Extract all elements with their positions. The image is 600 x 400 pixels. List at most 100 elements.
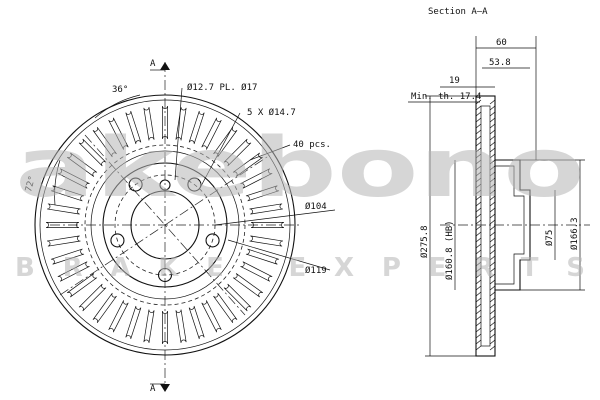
hatch-line — [489, 225, 496, 231]
hatch-line — [475, 339, 482, 345]
hatch-line — [475, 321, 482, 327]
centre-bore-label: Ø160.8 (HB) — [444, 220, 455, 280]
cooling-vane — [108, 117, 129, 150]
hatch-line — [489, 123, 496, 129]
hub-bore-label: Ø75 — [544, 230, 555, 246]
cooling-vane — [50, 185, 85, 202]
cooling-vane — [125, 305, 142, 340]
cooling-vane — [240, 261, 273, 282]
cooling-vane — [245, 248, 280, 265]
section-title: Section A–A — [428, 7, 488, 17]
bolt-holes-label: 5 X Ø14.7 — [247, 107, 296, 118]
section-arrowhead-bottom — [160, 384, 170, 392]
hatch-line — [475, 279, 482, 285]
pcd-label: Ø104 — [305, 201, 327, 212]
hatch-line — [489, 315, 496, 321]
hatch-line — [489, 105, 496, 111]
cooling-vane — [201, 300, 222, 333]
bolt-hole — [205, 233, 220, 248]
hatch-line — [489, 273, 496, 279]
hatch-line — [475, 159, 482, 165]
centre-hole-leader — [174, 87, 183, 181]
hatch-line — [489, 285, 496, 291]
hatch-line — [489, 195, 496, 201]
hatch-line — [489, 159, 496, 165]
cooling-vane — [108, 300, 129, 333]
bolt-hole — [157, 267, 173, 283]
hatch-line — [489, 261, 496, 267]
angle-72-arc — [54, 159, 61, 206]
hatch-line — [475, 153, 482, 159]
cooling-vane — [125, 110, 142, 145]
bolt-hole — [110, 233, 125, 248]
hatch-line — [475, 303, 482, 309]
disc-outer-edge — [34, 94, 296, 356]
hatch-line — [475, 333, 482, 339]
section-arrowhead-top — [160, 62, 170, 70]
hatch-line — [475, 189, 482, 195]
hatch-line — [475, 147, 482, 153]
hatch-line — [475, 315, 482, 321]
hatch-line — [475, 171, 482, 177]
hatch-line — [475, 261, 482, 267]
hatch-line — [475, 285, 482, 291]
hatch-line — [489, 267, 496, 273]
hatch-line — [489, 207, 496, 213]
cooling-vane — [57, 261, 90, 282]
cooling-vane — [188, 305, 205, 340]
cooling-vane — [162, 310, 168, 345]
hatch-line — [475, 267, 482, 273]
cooling-vane — [47, 235, 81, 247]
hatch-line — [489, 231, 496, 237]
cooling-vane — [245, 185, 280, 202]
cooling-vane — [78, 138, 107, 167]
hatch-line — [475, 111, 482, 117]
cooling-vane — [249, 235, 283, 247]
hatch-line — [475, 225, 482, 231]
hat-outer-circle — [90, 150, 240, 300]
hatch-line — [475, 195, 482, 201]
cooling-vane — [143, 309, 155, 343]
friction-ring-hatch — [475, 99, 496, 351]
front-view: A A 36° 72° Ø12.7 PL. Ø17 5 X Ø14.7 40 p… — [24, 59, 336, 394]
hatch-line — [489, 291, 496, 297]
diagonal-centre-line-2 — [59, 154, 271, 296]
cooling-vane — [188, 110, 205, 145]
hatch-line — [489, 219, 496, 225]
hatch-line — [489, 183, 496, 189]
hatch-line — [475, 243, 482, 249]
hatch-line — [475, 291, 482, 297]
cut-label-bottom: A — [150, 384, 156, 394]
hat-dia-label: Ø166.3 — [569, 217, 580, 250]
centre-hole-label: Ø12.7 PL. Ø17 — [187, 82, 257, 93]
hatch-line — [489, 171, 496, 177]
hatch-line — [475, 129, 482, 135]
hatch-line — [489, 213, 496, 219]
hatch-line — [475, 231, 482, 237]
hatch-line — [475, 255, 482, 261]
section-view: Section A–A 60 53.8 19 Min. th. 17.4 Ø27… — [408, 7, 590, 357]
cooling-vane — [232, 273, 264, 298]
hatch-line — [475, 183, 482, 189]
cooling-vane — [92, 292, 117, 324]
cooling-vane — [175, 309, 187, 343]
hat-inner-profile — [495, 165, 525, 285]
locating-hole — [159, 179, 171, 191]
hatch-line — [475, 297, 482, 303]
hatch-line — [489, 279, 496, 285]
hatch-line — [475, 273, 482, 279]
hatch-line — [475, 201, 482, 207]
pcd-leader — [214, 209, 336, 226]
overall-width-label: 60 — [496, 38, 507, 48]
vane-count-label: 40 pcs. — [293, 140, 331, 150]
cooling-vane — [201, 117, 222, 150]
hatch-line — [475, 345, 482, 351]
watermark-brand: akebono — [15, 121, 585, 216]
hatch-line — [475, 213, 482, 219]
hatch-line — [489, 177, 496, 183]
hatch-line — [475, 165, 482, 171]
hatch-line — [475, 123, 482, 129]
bolt-holes — [110, 177, 220, 283]
cooling-vane — [240, 168, 273, 189]
hatch-line — [475, 219, 482, 225]
